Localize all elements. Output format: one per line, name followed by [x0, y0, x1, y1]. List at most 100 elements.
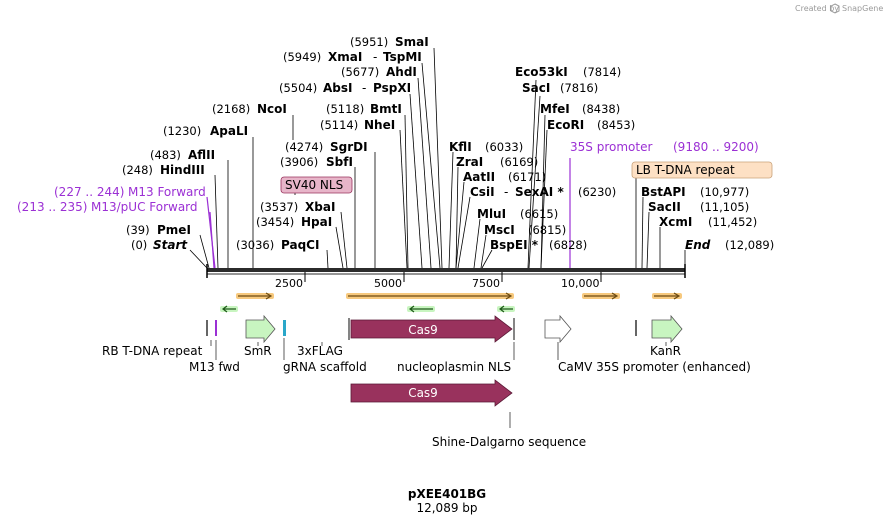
site-xmai[interactable]: (5949) XmaI - TspMI	[283, 50, 422, 64]
site-bmti[interactable]: (5118) BmtI	[326, 102, 402, 116]
site-mfei[interactable]: MfeI (8438)	[540, 102, 620, 116]
feature-label-smr: SmR	[244, 344, 272, 358]
site-sbfi[interactable]: (3906) SbfI	[280, 155, 353, 169]
site-pos: (5118)	[326, 102, 364, 116]
plasmid-length: 12,089 bp	[416, 501, 477, 515]
site-apali[interactable]: (1230) ApaLI	[163, 124, 248, 138]
orange-feature-1[interactable]	[236, 292, 274, 300]
site-aflii[interactable]: (483) AflII	[150, 148, 215, 162]
site-pos: (7814)	[583, 65, 621, 79]
cas9-second-feature[interactable]: Cas9	[350, 379, 513, 407]
site-name: End	[685, 238, 711, 252]
site-name: HindIII	[160, 163, 205, 177]
site-kfli[interactable]: KflI (6033)	[449, 140, 523, 154]
site-separator: -	[373, 50, 377, 64]
site-aatii[interactable]: AatII (6171)	[463, 170, 546, 184]
site-name: BspEI *	[490, 238, 539, 252]
site-msci[interactable]: MscI (6815)	[484, 223, 566, 237]
site-pos: (8438)	[582, 102, 620, 116]
site-pos: (12,089)	[725, 238, 774, 252]
orange-feature-4[interactable]	[652, 292, 682, 300]
feature-label: LB T-DNA repeat	[636, 163, 735, 177]
arrow-right-icon	[265, 292, 273, 300]
site-pos: (248)	[122, 163, 153, 177]
axis-tick-5000: 5000	[374, 277, 402, 290]
site-start[interactable]: (0) Start	[131, 238, 188, 252]
site-smai[interactable]: (5951) SmaI	[350, 35, 429, 49]
site-name: AbsI	[323, 81, 352, 95]
primer-name: 35S promoter	[570, 140, 652, 154]
site-csii[interactable]: CsiI - SexAI * (6230)	[470, 185, 616, 199]
cas9-second-label: Cas9	[408, 386, 438, 400]
axis-tick-7500: 7500	[472, 277, 500, 290]
site-name: ZraI	[456, 155, 483, 169]
feature-sv40-nls[interactable]: SV40 NLS	[280, 176, 353, 195]
site-saci[interactable]: SacI (7816)	[522, 81, 598, 95]
green-feature-2[interactable]	[407, 305, 435, 313]
site-hindiii[interactable]: (248) HindIII	[122, 163, 205, 177]
site-name: CsiI	[470, 185, 495, 199]
site-xbai[interactable]: (3537) XbaI	[260, 200, 335, 214]
site-pos: (6171)	[508, 170, 546, 184]
site-name: XmaI	[328, 50, 362, 64]
site-bspei[interactable]: BspEI * (6828)	[490, 238, 587, 252]
site-name: HpaI	[301, 215, 332, 229]
site-bstapi[interactable]: BstAPI (10,977)	[641, 185, 749, 199]
primer-name: M13 Forward	[128, 185, 206, 199]
site-pos: (3454)	[256, 215, 294, 229]
site-name-2: PspXI	[373, 81, 411, 95]
orange-feature-3[interactable]	[582, 292, 620, 300]
gRNA-scaffold-marker[interactable]	[283, 320, 286, 336]
snapgene-logo-icon	[830, 3, 840, 14]
green-feature-3[interactable]	[497, 305, 515, 313]
site-sacii[interactable]: SacII (11,105)	[648, 200, 749, 214]
site-zrai[interactable]: ZraI (6169)	[456, 155, 538, 169]
primer-m13-forward[interactable]: (227 .. 244) M13 Forward	[54, 185, 206, 199]
site-ahdi[interactable]: (5677) AhdI	[341, 65, 417, 79]
site-ecori[interactable]: EcoRI (8453)	[547, 118, 635, 132]
camv-arrow[interactable]	[544, 314, 572, 344]
smr-arrow[interactable]	[245, 314, 276, 344]
site-name: Eco53kI	[515, 65, 568, 79]
green-feature-1[interactable]	[220, 305, 238, 313]
orange-feature-2[interactable]	[346, 292, 514, 300]
site-nhei[interactable]: (5114) NheI	[320, 118, 395, 132]
primer-35s-promoter[interactable]: 35S promoter (9180 .. 9200)	[570, 140, 759, 154]
arrow-right-icon	[505, 292, 513, 300]
feature-label-3xflag: 3xFLAG	[297, 344, 343, 358]
feature-label-kanr: KanR	[650, 344, 681, 358]
site-end[interactable]: End (12,089)	[685, 238, 774, 252]
site-pos: (3036)	[236, 238, 274, 252]
site-pos: (6033)	[485, 140, 523, 154]
site-name: NheI	[364, 118, 395, 132]
site-paqci[interactable]: (3036) PaqCI	[236, 238, 319, 252]
feature-label-grna: gRNA scaffold	[283, 360, 367, 374]
site-eco53ki[interactable]: Eco53kI (7814)	[515, 65, 621, 79]
site-mlui[interactable]: MluI (6615)	[477, 207, 558, 221]
site-pos: (5114)	[320, 118, 358, 132]
credit-brand: SnapGene	[842, 4, 883, 13]
kanr-arrow[interactable]	[651, 314, 683, 344]
site-name: XbaI	[305, 200, 335, 214]
site-pos: (3906)	[280, 155, 318, 169]
feature-lb-tdna-repeat[interactable]: LB T-DNA repeat	[631, 161, 773, 268]
site-pos: (7816)	[560, 81, 598, 95]
site-xcmi[interactable]: XcmI (11,452)	[659, 215, 757, 229]
arrow-left-icon	[409, 305, 433, 313]
site-name: ApaLI	[210, 124, 248, 138]
site-pos: (6230)	[578, 185, 616, 199]
cas9-second-arrow[interactable]	[350, 379, 513, 407]
site-sgrdi[interactable]: (4274) SgrDI	[285, 140, 368, 154]
primer-m13-puc-forward[interactable]: (213 .. 235) M13/pUC Forward	[17, 200, 198, 214]
site-pmei[interactable]: (39) PmeI	[126, 223, 191, 237]
site-separator: -	[504, 185, 508, 199]
site-ncoi[interactable]: (2168) NcoI	[212, 102, 287, 116]
cas9-arrow[interactable]	[350, 315, 513, 343]
site-absi[interactable]: (5504) AbsI - PspXI	[279, 81, 411, 95]
credit-text: Created by	[795, 4, 839, 13]
site-name: SacI	[522, 81, 550, 95]
site-hpai[interactable]: (3454) HpaI	[256, 215, 332, 229]
site-name: MfeI	[540, 102, 570, 116]
site-name: NcoI	[257, 102, 287, 116]
